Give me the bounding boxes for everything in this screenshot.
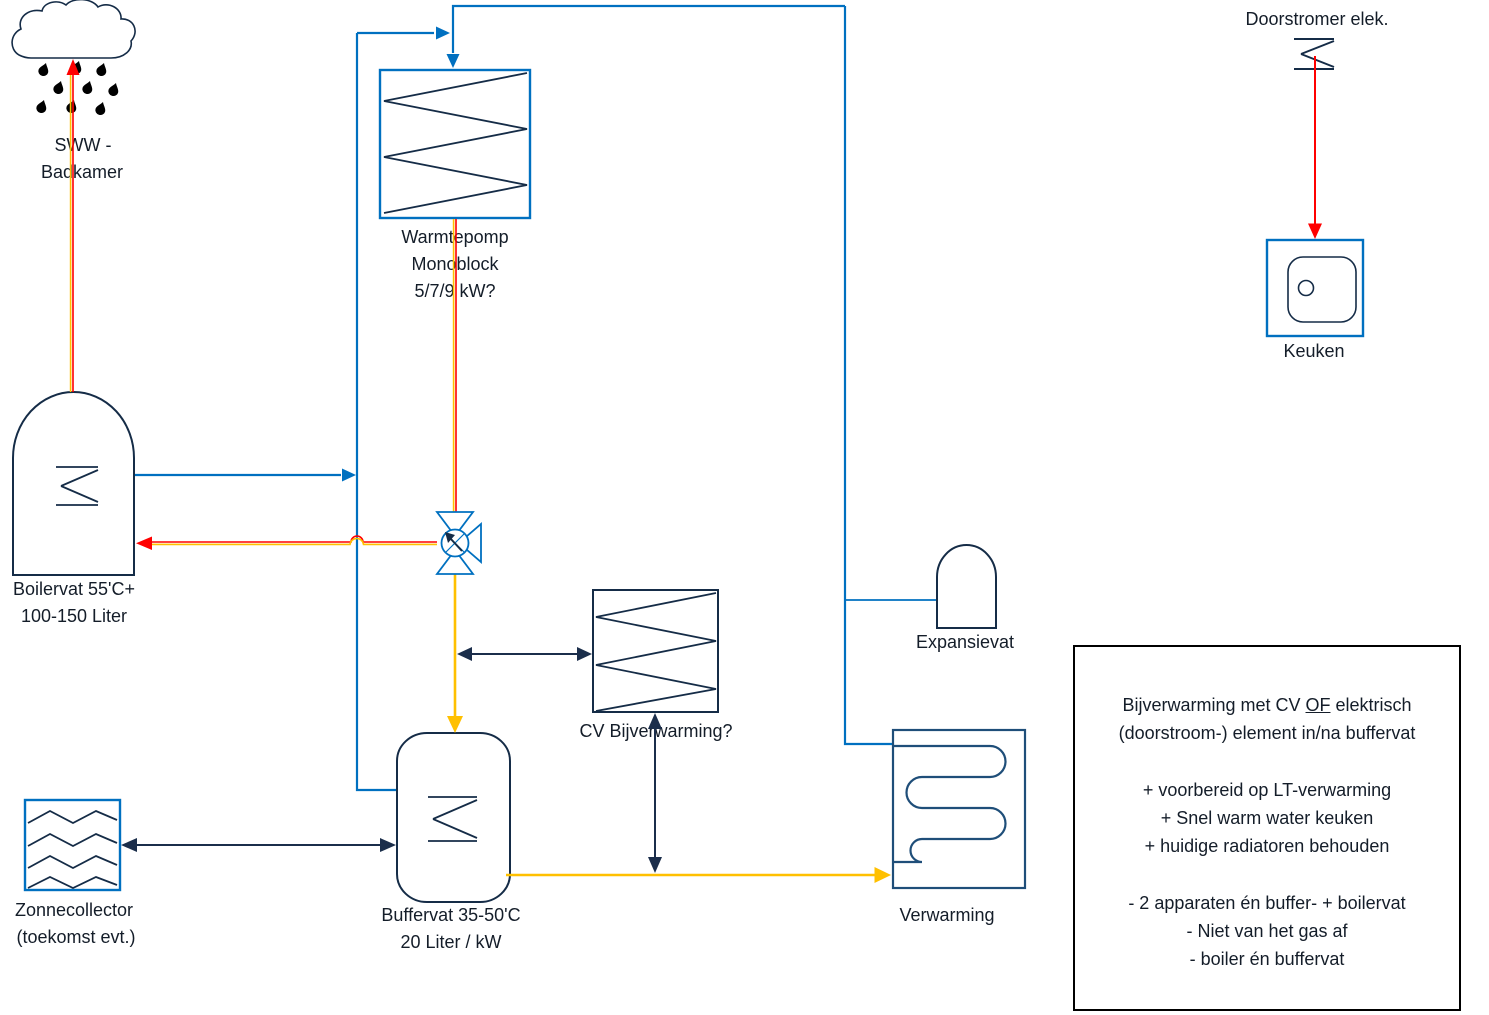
keuken-sink-icon (1265, 238, 1365, 338)
cv-bijverwarming-box (592, 589, 719, 713)
note-line-1: Bijverwarming met CV OF elektrisch (1122, 695, 1412, 715)
note-line-2: (doorstroom-) element in/na buffervat (1118, 723, 1416, 743)
boiler-coil-icon (56, 466, 99, 506)
buffer-coil-icon (428, 796, 478, 842)
heatpump-label-line3: 5/7/9 kW? (414, 281, 496, 301)
radiator-coil-icon (894, 744, 1007, 864)
note-box: Bijverwarming met CV OF elektrisch (door… (1073, 645, 1461, 1011)
boiler-label-line1: Boilervat 55'C+ (12, 579, 136, 599)
boiler-vessel (12, 391, 135, 576)
cv-coil-icon (595, 592, 717, 712)
keuken-label: Keuken (1283, 341, 1345, 361)
note-minus-3: - boiler én buffervat (1189, 949, 1345, 969)
expansievat-label: Expansievat (915, 632, 1015, 652)
note-plus-1: + voorbereid op LT-verwarming (1142, 780, 1392, 800)
cv-bijverwarming-label: CV Bijverwarming? (579, 721, 733, 741)
buffer-label-line2: 20 Liter / kW (400, 932, 502, 952)
verwarming-label: Verwarming (899, 905, 995, 925)
hot-water-pipes (66, 56, 1322, 550)
double-arrows (121, 647, 662, 873)
heatpump-label-line1: Warmtepomp (401, 227, 509, 247)
doorstromer-element-icon (1294, 38, 1335, 70)
boiler-label-line2: 100-150 Liter (20, 606, 128, 626)
shower-label-line1: SWW - (54, 135, 112, 155)
shower-cloud-icon (11, 0, 136, 115)
note-plus-2: + Snel warm water keuken (1160, 808, 1374, 828)
buffer-label-line1: Buffervat 35-50'C (381, 905, 521, 925)
heatpump-box (378, 68, 532, 220)
expansievat-vessel (936, 544, 997, 629)
buffer-vessel (396, 732, 511, 903)
doorstromer-label: Doorstromer elek. (1245, 9, 1389, 29)
heatpump-label-line2: Monoblock (411, 254, 499, 274)
zonnecollector-waves-icon (27, 809, 118, 889)
note-minus-2: - Niet van het gas af (1186, 921, 1348, 941)
shower-label-line2: Badkamer (40, 162, 124, 182)
zonnecollector-box (23, 798, 122, 892)
heatpump-coil-icon (383, 72, 528, 214)
zonnecollector-label-line1: Zonnecollector (14, 900, 134, 920)
blue-pipes (135, 4, 936, 792)
zonnecollector-label-line2: (toekomst evt.) (16, 927, 136, 947)
note-minus-1: - 2 apparaten én buffer- + boilervat (1128, 893, 1406, 913)
mixing-valve-icon (435, 511, 482, 575)
verwarming-box (891, 728, 1027, 890)
note-plus-3: + huidige radiatoren behouden (1144, 836, 1390, 856)
raindrops-icon (36, 61, 119, 115)
